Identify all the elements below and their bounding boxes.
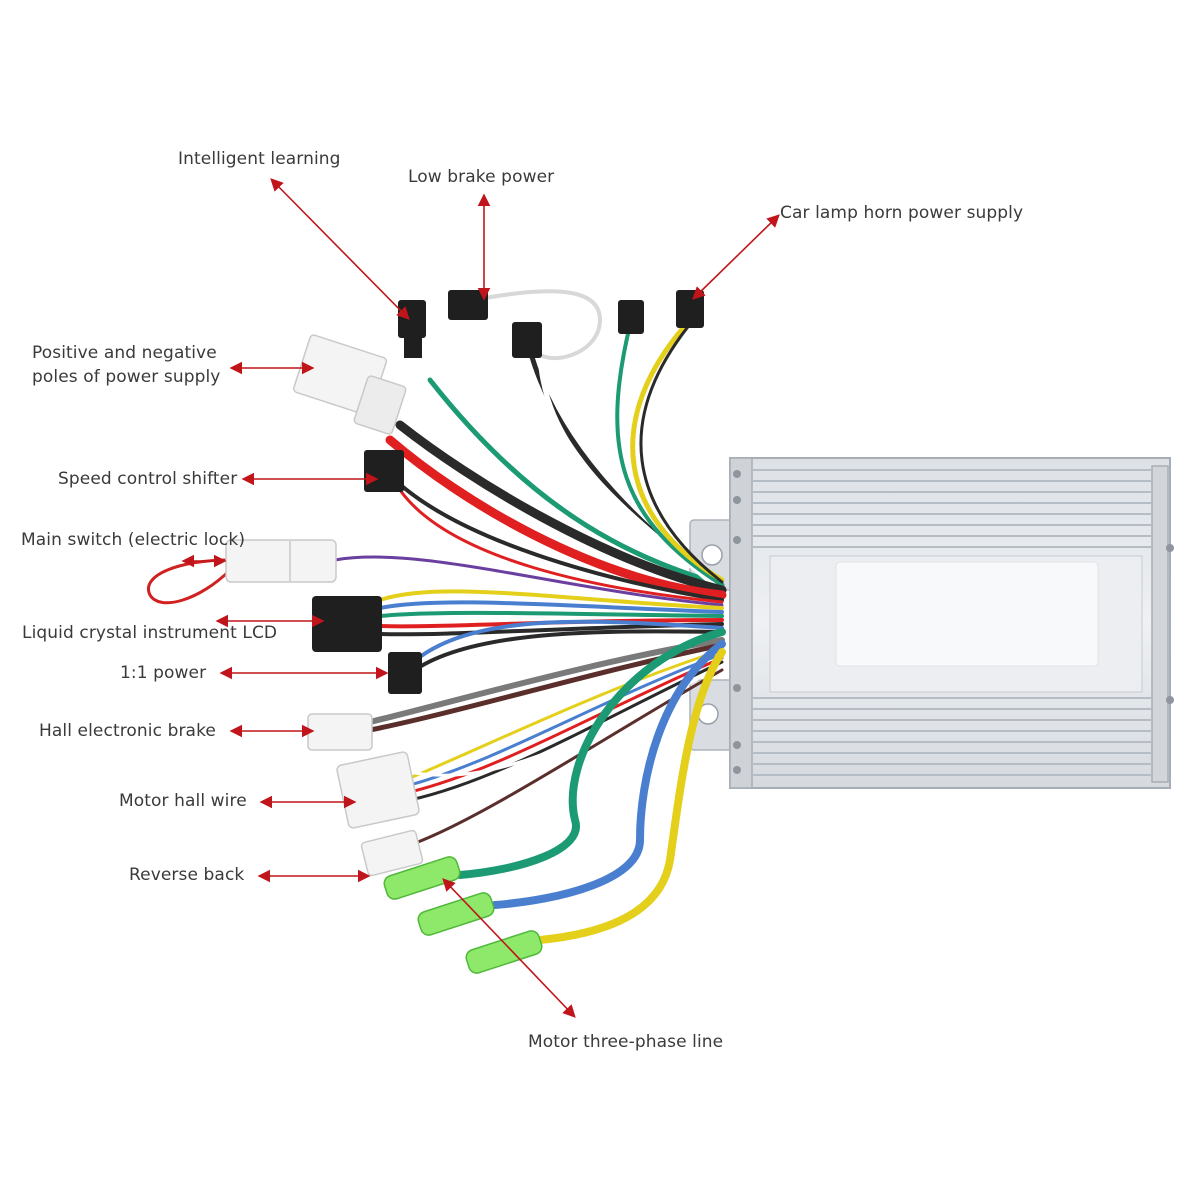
blank-sticker bbox=[835, 561, 1099, 667]
label-power-supply-line1: Positive and negative bbox=[32, 343, 217, 363]
wire-switch-loop bbox=[147, 558, 232, 605]
wire-hall-yellow bbox=[408, 648, 724, 780]
label-power-supply-line2: poles of power supply bbox=[32, 367, 221, 387]
wire-phase-yellow bbox=[536, 648, 726, 944]
wire-power11-blue bbox=[408, 619, 724, 667]
connector-hall-brake bbox=[307, 713, 373, 751]
wire-hall-blue bbox=[408, 652, 724, 787]
wire-red-power bbox=[385, 435, 727, 600]
controller-housing bbox=[689, 457, 1174, 789]
connector-brake-secondary bbox=[512, 322, 542, 358]
label-intelligent-learning: Intelligent learning bbox=[178, 149, 341, 169]
connector-lamp-a bbox=[618, 300, 644, 334]
wire-white-loop bbox=[483, 289, 603, 361]
wire-phase-green bbox=[456, 628, 726, 879]
wire-black-lamp bbox=[639, 316, 724, 584]
wire-switch-purple bbox=[333, 555, 724, 607]
connector-one-to-one-power bbox=[388, 652, 422, 694]
label-speed-control: Speed control shifter bbox=[58, 469, 238, 489]
screw bbox=[733, 536, 741, 544]
wire-green-lamp bbox=[615, 323, 724, 587]
label-lcd: Liquid crystal instrument LCD bbox=[22, 623, 278, 643]
screw bbox=[733, 470, 741, 478]
mount-hole-top bbox=[701, 544, 723, 566]
connector-intelligent-learning-tail bbox=[404, 336, 422, 358]
wire-bundle bbox=[147, 289, 727, 944]
label-main-switch: Main switch (electric lock) bbox=[21, 530, 246, 550]
label-reverse: Reverse back bbox=[129, 865, 245, 885]
label-hall-brake: Hall electronic brake bbox=[39, 721, 216, 741]
arrow-three-phase bbox=[442, 878, 576, 1018]
label-motor-hall: Motor hall wire bbox=[119, 791, 247, 811]
wire-lcd-yellow bbox=[378, 589, 724, 610]
screw bbox=[1166, 696, 1174, 704]
label-car-lamp-horn: Car lamp horn power supply bbox=[780, 203, 1024, 223]
terminal-phase-blue bbox=[417, 892, 495, 936]
wire-hall-black bbox=[408, 660, 724, 802]
wire-speed-red bbox=[398, 488, 724, 604]
wire-lcd-blue bbox=[378, 600, 724, 614]
wire-green-learning bbox=[427, 377, 725, 588]
housing-right-edge bbox=[1151, 465, 1169, 783]
top-cooling-fins bbox=[752, 469, 1152, 548]
label-low-brake-power: Low brake power bbox=[408, 167, 555, 187]
connector-lcd bbox=[312, 596, 382, 652]
connector-intelligent-learning bbox=[398, 300, 426, 338]
screw bbox=[733, 766, 741, 774]
connector-reverse bbox=[360, 829, 424, 877]
screw bbox=[733, 741, 741, 749]
wire-hall-red bbox=[408, 656, 724, 794]
connector-speed-control bbox=[364, 450, 404, 492]
wire-power11-black bbox=[410, 629, 724, 674]
label-three-phase: Motor three-phase line bbox=[528, 1032, 724, 1052]
callout-arrows bbox=[181, 178, 780, 1018]
wire-lcd-green bbox=[378, 610, 724, 618]
connector-power-supply-body bbox=[353, 375, 407, 435]
wire-yellow-lamp bbox=[630, 317, 725, 583]
arrow-car-lamp bbox=[692, 214, 780, 300]
connector-low-brake bbox=[448, 290, 488, 320]
screw bbox=[733, 496, 741, 504]
terminal-phase-yellow bbox=[465, 930, 543, 974]
wire-black-power bbox=[395, 420, 727, 595]
wire-speed-black bbox=[393, 478, 724, 602]
bottom-cooling-fins bbox=[752, 697, 1152, 776]
terminal-phase-green bbox=[383, 856, 461, 900]
housing-end-plate bbox=[729, 457, 753, 789]
screw bbox=[1166, 544, 1174, 552]
arrow-intelligent-learning bbox=[270, 178, 410, 320]
label-one-to-one-power: 1:1 power bbox=[120, 663, 207, 683]
connector-motor-hall bbox=[336, 751, 420, 829]
connector-lamp-horn bbox=[676, 290, 704, 328]
screw bbox=[733, 684, 741, 692]
